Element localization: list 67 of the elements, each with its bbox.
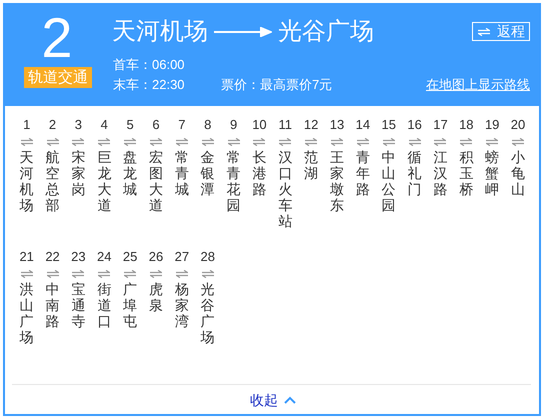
- station-name: 范湖: [304, 149, 318, 181]
- title-text: 光谷广场: [278, 18, 374, 46]
- station-number: 12: [304, 116, 318, 132]
- station-number: 19: [484, 116, 500, 132]
- station-number: 14: [356, 116, 370, 132]
- station-number: 28: [200, 248, 215, 264]
- station-name: 广埠屯: [123, 281, 138, 329]
- station-name: 宋家岗: [71, 149, 86, 197]
- station-number: 23: [71, 248, 86, 264]
- station-number: 24: [97, 248, 112, 264]
- station-number: 21: [19, 248, 34, 264]
- station-number: 18: [459, 116, 474, 132]
- return-button: 返程: [472, 22, 530, 41]
- arrow: [214, 26, 272, 38]
- station-number: 11: [278, 116, 292, 132]
- station-name: 航空总部: [46, 149, 60, 213]
- station-number: 15: [382, 116, 396, 132]
- station-number: 5: [126, 116, 134, 132]
- station-name: 盘龙城: [123, 149, 138, 197]
- station-name: 天河机场: [20, 149, 34, 213]
- line-type-badge: 轨道交通: [24, 67, 92, 88]
- station-number: 25: [122, 248, 138, 264]
- station-name: 常青花园: [226, 149, 241, 213]
- station-name: 杨家湾: [174, 281, 189, 329]
- station-name: 循礼门: [408, 149, 422, 197]
- station-number: 4: [100, 116, 108, 132]
- fare-text: 票价：最高票价7元: [221, 77, 332, 93]
- station-number: 8: [204, 116, 212, 132]
- station-number: 1: [23, 116, 30, 132]
- station-number: 3: [74, 116, 82, 132]
- station-name: 王家墩东: [330, 149, 344, 213]
- station-number: 26: [148, 248, 164, 264]
- station-name: 江汉路: [433, 149, 448, 197]
- station-name: 虎泉: [149, 281, 163, 313]
- station-name: 积玉桥: [459, 149, 474, 197]
- station-name: 小龟山: [511, 149, 526, 197]
- first-train-time: 首车：06:00: [113, 57, 185, 73]
- station-number: 20: [510, 116, 526, 132]
- station-name: 宝通寺: [71, 281, 86, 329]
- station-name: 宏图大道: [149, 149, 163, 213]
- station-name: 常青城: [174, 149, 189, 197]
- station-name: 螃蟹岬: [485, 149, 500, 197]
- station-name: 街道口: [97, 281, 112, 329]
- station-name: 青年路: [356, 149, 370, 197]
- station-name: 光谷广场: [200, 281, 215, 345]
- station-name: 中南路: [46, 281, 60, 329]
- last-train-time: 末车：22:30: [113, 77, 185, 93]
- station-number: 16: [407, 116, 422, 132]
- station-number: 9: [230, 116, 238, 132]
- station-number: 17: [433, 116, 448, 132]
- line-number: 2: [41, 10, 73, 66]
- station-number: 10: [252, 116, 267, 132]
- station-name: 长港路: [252, 149, 266, 197]
- show-route-link: 在地图上显示路线: [426, 77, 530, 93]
- station-number: 6: [152, 116, 160, 132]
- collapse-link: 收起: [250, 392, 296, 408]
- station-number: 27: [174, 248, 190, 264]
- station-name: 金银潭: [200, 149, 215, 197]
- station-name: 中山公园: [382, 149, 396, 213]
- station-number: 13: [330, 116, 344, 132]
- station-name: 汉口火车站: [278, 149, 292, 229]
- station-number: 22: [45, 248, 60, 264]
- station-number: 7: [178, 116, 186, 132]
- station-name: 巨龙大道: [97, 149, 112, 213]
- station-number: 2: [48, 116, 56, 132]
- station-name: 洪山广场: [20, 281, 34, 345]
- title-text: 天河机场: [112, 18, 208, 46]
